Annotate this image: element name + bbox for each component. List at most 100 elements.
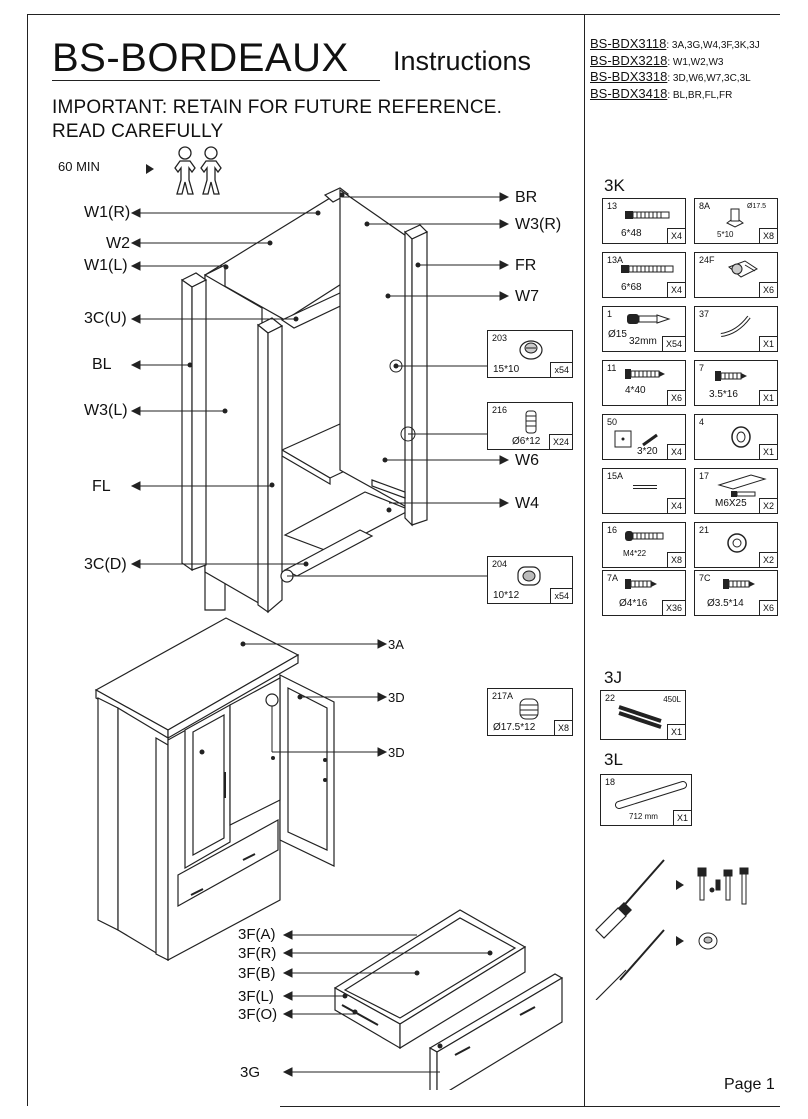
hardware-count: X1	[758, 390, 777, 405]
kit-3j-title: 3J	[604, 668, 622, 687]
kit-3l-title: 3L	[604, 750, 623, 769]
brand-title: BS-BORDEAUX	[52, 36, 349, 80]
machine-screw-icon	[625, 531, 664, 541]
cam-pin-icon	[627, 314, 671, 324]
label-bl: BL	[92, 356, 112, 373]
hardware-size: 6*48	[621, 228, 642, 239]
hinge-cup-icon	[519, 698, 539, 720]
hardware-count: X1	[758, 444, 777, 459]
hardware-size: M4*22	[623, 549, 647, 558]
model-parts: : W1,W2,W3	[667, 56, 724, 68]
model-row: BS-BDX3118: 3A,3G,W4,3F,3K,3J	[590, 36, 760, 53]
screwdriver-flat-icon	[595, 929, 665, 1000]
hardware-22: 22 450L X1	[600, 690, 686, 740]
hardware-17: 17 M6X25 X2	[694, 468, 778, 514]
time-estimate: 60 MIN	[58, 159, 100, 174]
label-3cu: 3C(U)	[84, 310, 127, 327]
hardware-size: 450L	[663, 695, 681, 704]
label-w6: W6	[515, 452, 539, 469]
model-code: BS-BDX3218	[590, 52, 668, 68]
hardware-id: 18	[605, 777, 616, 787]
hardware-7a: 7A Ø4*16 X36	[602, 570, 686, 616]
callout-id: 203	[492, 333, 508, 343]
hardware-37: 37 X1	[694, 306, 778, 352]
two-person-icon	[146, 146, 222, 195]
hardware-size: 3.5*16	[709, 389, 738, 400]
callout-id: 217A	[492, 691, 514, 701]
hardware-count: X2	[758, 552, 777, 567]
model-code: BS-BDX3118	[590, 36, 667, 51]
instructions-subtitle: Instructions	[393, 46, 532, 76]
hardware-count: X2	[758, 498, 777, 513]
brand-underline	[52, 80, 380, 81]
hardware-50: 50 3*20 X4	[602, 414, 686, 460]
label-3fa: 3F(A)	[238, 926, 276, 943]
hardware-id: 37	[699, 309, 710, 319]
hardware-16: 16 M4*22 X8	[602, 522, 686, 568]
short-screw-icon	[625, 579, 657, 589]
hardware-id: 22	[605, 693, 616, 703]
model-parts: : 3A,3G,W4,3F,3K,3J	[666, 40, 760, 51]
callout-216: 216 Ø6*12 X24	[487, 402, 573, 450]
hardware-size: Ø3.5*14	[707, 598, 744, 609]
hardware-count: X1	[672, 810, 691, 825]
label-fl: FL	[92, 478, 111, 495]
important-line-1: IMPORTANT: RETAIN FOR FUTURE REFERENCE.	[52, 97, 503, 118]
cam-bolt-icon	[517, 566, 541, 586]
label-3d-lower: 3D	[388, 745, 405, 760]
model-parts: : BL,BR,FL,FR	[667, 89, 733, 101]
hardware-id: 13A	[607, 255, 624, 265]
model-code: BS-BDX3418	[590, 85, 668, 101]
hardware-size-2: 32mm	[629, 336, 657, 347]
hardware-count: X8	[666, 552, 685, 567]
hardware-size: Ø15	[608, 329, 627, 340]
model-parts: : 3D,W6,W7,3C,3L	[667, 73, 751, 84]
small-screw-icon	[723, 579, 755, 589]
hardware-13a: 13A 6*68 X4	[602, 252, 686, 298]
hanging-rod-icon	[615, 781, 687, 809]
assembled-cabinet-diagram	[94, 617, 564, 1090]
long-bolt-icon	[621, 265, 674, 273]
label-w4: W4	[515, 495, 539, 512]
callout-count: X24	[548, 434, 572, 449]
hardware-13: 13 6*48 X4	[602, 198, 686, 244]
model-row: BS-BDX3218: W1,W2,W3	[590, 53, 760, 70]
hardware-count: X4	[666, 282, 685, 297]
callout-id: 216	[492, 405, 508, 415]
model-row: BS-BDX3418: BL,BR,FL,FR	[590, 86, 760, 103]
model-row: BS-BDX3318: 3D,W6,W7,3C,3L	[590, 69, 760, 86]
hardware-count: X54	[661, 336, 685, 351]
model-list: BS-BDX3118: 3A,3G,W4,3F,3K,3J BS-BDX3218…	[590, 36, 760, 102]
hardware-7c: 7C Ø3.5*14 X6	[694, 570, 778, 616]
hardware-count: X4	[666, 228, 685, 243]
label-br: BR	[515, 189, 538, 206]
hardware-1: 1 Ø15 32mm X54	[602, 306, 686, 352]
tools-illustration	[595, 859, 749, 1000]
anti-tip-bracket-icon	[717, 474, 767, 497]
hardware-4: 4 X1	[694, 414, 778, 460]
label-3fb: 3F(B)	[238, 965, 276, 982]
page-number: Page 1	[724, 1076, 775, 1093]
hardware-count: X1	[758, 336, 777, 351]
callout-size: Ø6*12	[512, 436, 541, 447]
callout-count: X8	[553, 720, 572, 735]
callout-size: Ø17.5*12	[493, 722, 536, 733]
hardware-count: X6	[758, 282, 777, 297]
hinge-icon	[728, 260, 758, 278]
hardware-size: 3*20	[637, 446, 658, 457]
label-3cd: 3C(D)	[84, 556, 127, 573]
callout-count: x54	[550, 588, 572, 603]
hardware-id: 15A	[607, 471, 624, 481]
hardware-id: 1	[607, 309, 613, 319]
label-w3l: W3(L)	[84, 402, 128, 419]
hardware-count: X36	[661, 600, 685, 615]
hardware-id: 16	[607, 525, 618, 535]
hardware-11: 11 4*40 X6	[602, 360, 686, 406]
hardware-24f: 24F X6	[694, 252, 778, 298]
hardware-id: 50	[607, 417, 618, 427]
hardware-7: 7 3.5*16 X1	[694, 360, 778, 406]
hardware-id: 17	[699, 471, 710, 481]
hardware-id: 7C	[699, 573, 711, 583]
bracket-icon	[726, 208, 744, 228]
callout-203: 203 15*10 x54	[487, 330, 573, 378]
